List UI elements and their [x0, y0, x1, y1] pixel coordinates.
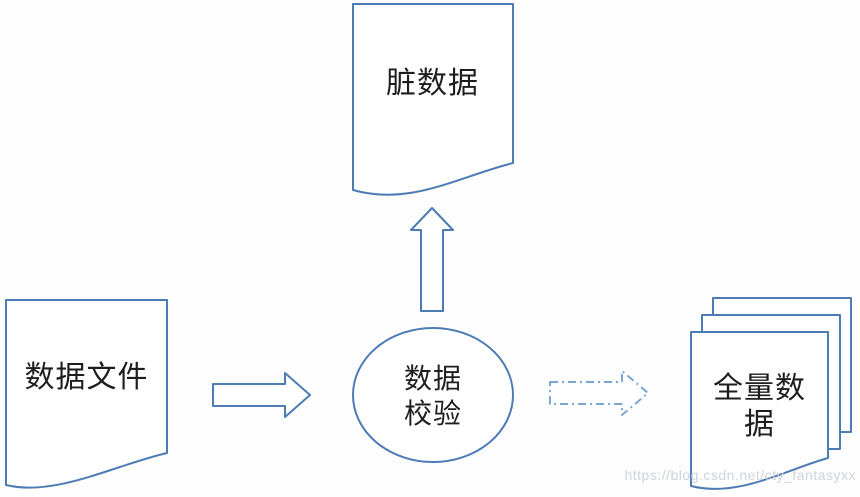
arrow-validation-to-full: [549, 370, 649, 416]
dirty-data-document-shape: [352, 3, 514, 196]
data-file-document-shape: [5, 299, 168, 489]
watermark: https://blog.csdn.net/cty_fantasyxx: [624, 467, 856, 483]
arrow-validation-to-dirty: [410, 207, 454, 312]
full-data-front-document-shape: [690, 331, 829, 490]
validation-circle-shape: [352, 327, 514, 463]
arrow-file-to-validation: [212, 372, 311, 418]
